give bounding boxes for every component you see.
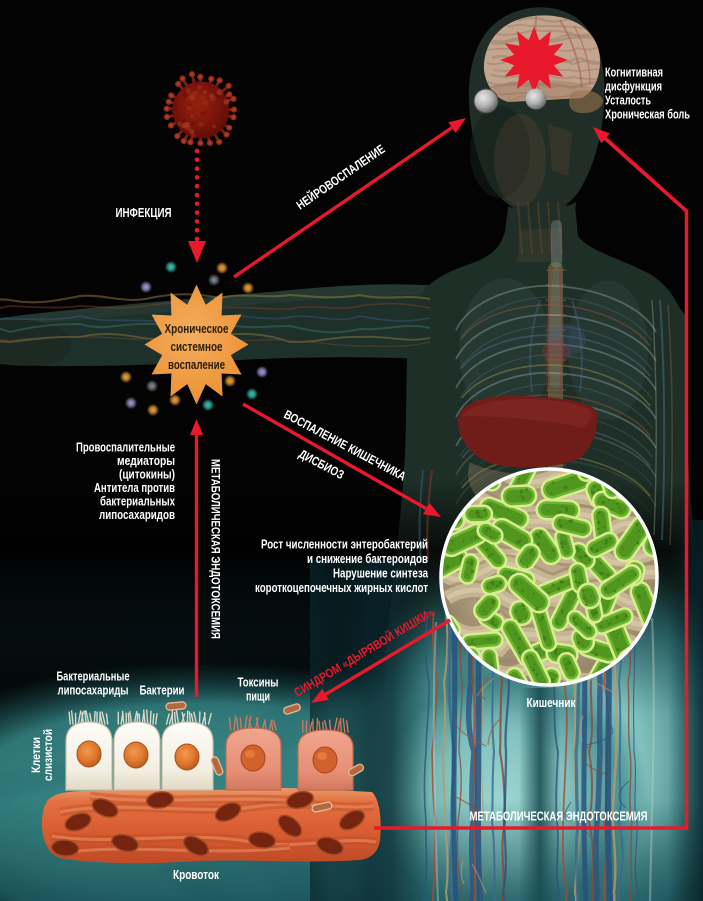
svg-text:МЕТАБОЛИЧЕСКАЯ ЭНДОТОКСЕМИЯ: МЕТАБОЛИЧЕСКАЯ ЭНДОТОКСЕМИЯ <box>209 459 223 639</box>
svg-text:Токсины: Токсины <box>238 676 279 690</box>
svg-text:и снижение бактероидов: и снижение бактероидов <box>307 552 428 566</box>
svg-text:слизистой: слизистой <box>43 729 55 781</box>
svg-text:Бактериальные: Бактериальные <box>57 670 130 684</box>
svg-text:ИНФЕКЦИЯ: ИНФЕКЦИЯ <box>116 206 172 220</box>
svg-text:короткоцепочечных жирных кисло: короткоцепочечных жирных кислот <box>255 581 428 595</box>
svg-text:(цитокины): (цитокины) <box>119 468 175 482</box>
svg-text:дисфункция: дисфункция <box>605 80 662 94</box>
svg-text:Хроническая боль: Хроническая боль <box>605 108 690 122</box>
svg-text:Кишечник: Кишечник <box>527 696 577 710</box>
svg-text:Хроническое: Хроническое <box>165 321 229 336</box>
svg-text:воспаление: воспаление <box>168 357 225 372</box>
svg-text:пищи: пищи <box>246 690 270 704</box>
svg-text:Усталость: Усталость <box>605 94 651 108</box>
svg-text:липосахаридов: липосахаридов <box>99 508 175 522</box>
svg-text:Провоспалительные: Провоспалительные <box>76 441 175 455</box>
svg-text:Антитела против: Антитела против <box>94 481 175 495</box>
svg-text:липосахариды: липосахариды <box>58 684 129 698</box>
svg-text:Когнитивная: Когнитивная <box>605 66 663 80</box>
svg-text:Рост численности энтеробактери: Рост численности энтеробактерий <box>261 538 428 552</box>
svg-text:бактериальных: бактериальных <box>100 495 175 509</box>
svg-text:системное: системное <box>171 339 223 354</box>
svg-text:Кровоток: Кровоток <box>173 868 220 882</box>
svg-text:МЕТАБОЛИЧЕСКАЯ ЭНДОТОКСЕМИЯ: МЕТАБОЛИЧЕСКАЯ ЭНДОТОКСЕМИЯ <box>470 810 648 824</box>
svg-text:Нарушение синтеза: Нарушение синтеза <box>333 567 429 581</box>
svg-text:медиаторы: медиаторы <box>117 454 175 468</box>
svg-text:Бактерии: Бактерии <box>140 684 185 698</box>
svg-text:Клетки: Клетки <box>31 737 43 773</box>
